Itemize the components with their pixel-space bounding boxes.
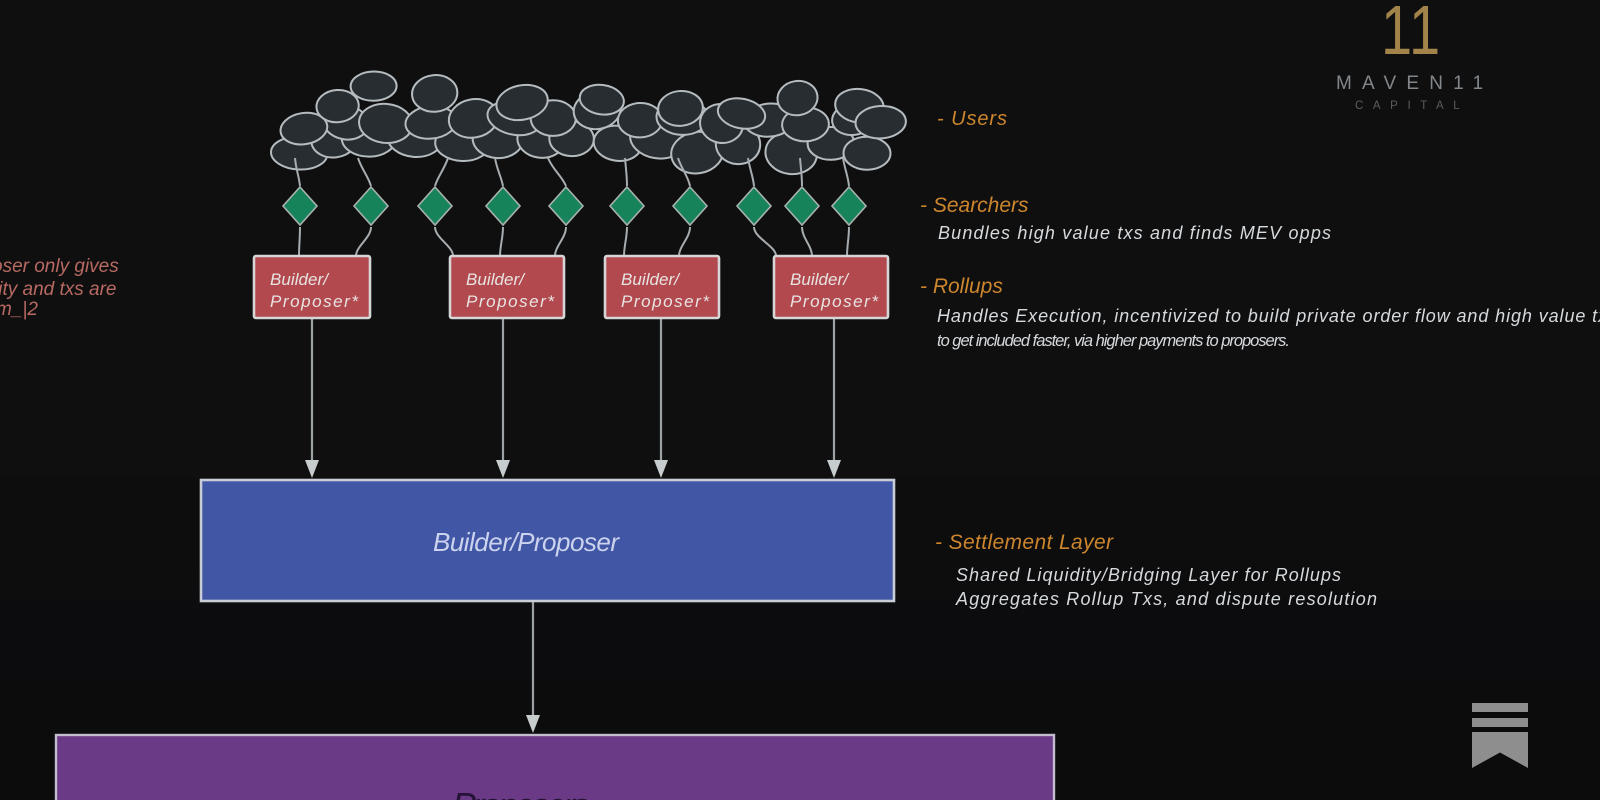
svg-text:Builder/: Builder/ bbox=[466, 270, 526, 289]
svg-text:Proposer*: Proposer* bbox=[270, 292, 359, 311]
svg-text:Proposers: Proposers bbox=[452, 785, 590, 800]
svg-text:Proposer*: Proposer* bbox=[790, 292, 879, 311]
svg-text:to get included faster, via hi: to get included faster, via higher payme… bbox=[937, 332, 1290, 350]
svg-text:Shared Liquidity/Bridging Laye: Shared Liquidity/Bridging Layer for Roll… bbox=[956, 565, 1341, 585]
svg-text:- Settlement Layer: - Settlement Layer bbox=[935, 531, 1114, 554]
svg-text:- Users: - Users bbox=[937, 108, 1007, 130]
svg-text:- Searchers: - Searchers bbox=[920, 194, 1029, 217]
svg-text:- Rollups: - Rollups bbox=[920, 275, 1003, 298]
svg-text:CAPITAL: CAPITAL bbox=[1355, 100, 1469, 112]
svg-text:Proposer*: Proposer* bbox=[466, 292, 555, 311]
svg-text:oser only gives: oser only gives bbox=[0, 256, 119, 277]
svg-text:lity and txs are: lity and txs are bbox=[0, 279, 117, 300]
svg-text:Handles Execution, incentivize: Handles Execution, incentivized to build… bbox=[937, 306, 1600, 326]
svg-text:MAVEN11: MAVEN11 bbox=[1336, 73, 1493, 94]
svg-text:Builder/: Builder/ bbox=[790, 270, 850, 289]
svg-text:11: 11 bbox=[1381, 0, 1441, 69]
svg-text:Builder/Proposer: Builder/Proposer bbox=[433, 527, 620, 557]
svg-text:Builder/: Builder/ bbox=[270, 270, 330, 289]
svg-text:m_|2: m_|2 bbox=[0, 299, 38, 320]
svg-text:Proposer*: Proposer* bbox=[621, 292, 710, 311]
svg-text:Builder/: Builder/ bbox=[621, 270, 681, 289]
svg-text:Aggregates Rollup Txs, and dis: Aggregates Rollup Txs, and dispute resol… bbox=[955, 589, 1377, 609]
svg-text:Bundles high value txs and fin: Bundles high value txs and finds MEV opp… bbox=[938, 223, 1331, 243]
